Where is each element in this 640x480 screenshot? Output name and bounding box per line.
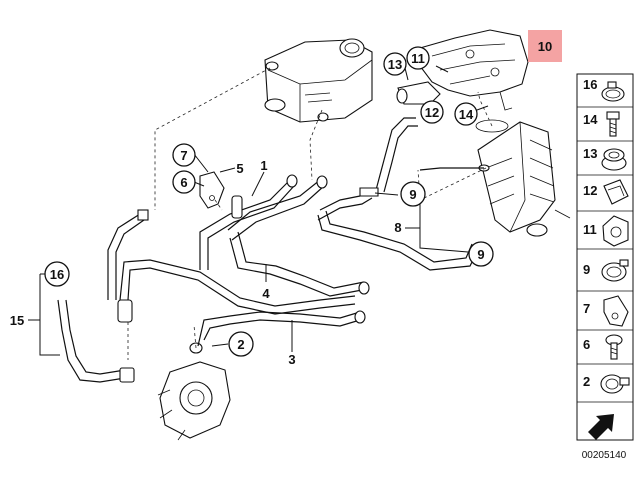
leader-lines xyxy=(28,45,558,356)
svg-text:4: 4 xyxy=(262,286,270,301)
svg-text:2: 2 xyxy=(583,374,590,389)
callout-10: 10 xyxy=(528,30,562,62)
svg-text:13: 13 xyxy=(388,57,402,72)
legend-row-14: 14 xyxy=(583,111,620,137)
legend-row-16: 16 xyxy=(583,77,625,102)
svg-text:16: 16 xyxy=(50,267,64,282)
svg-text:7: 7 xyxy=(583,301,590,316)
legend-row-2: 2 xyxy=(583,374,630,394)
svg-text:11: 11 xyxy=(583,222,597,237)
callout-14: 14 xyxy=(454,102,478,126)
callout-6: 6 xyxy=(172,170,196,194)
callout-10-label: 10 xyxy=(538,39,552,54)
clamp-icon xyxy=(600,374,630,394)
legend-row-7: 7 xyxy=(583,295,629,327)
svg-text:1: 1 xyxy=(260,158,267,173)
electric-water-pump xyxy=(157,342,231,441)
svg-text:11: 11 xyxy=(411,51,425,66)
legend-row-6: 6 xyxy=(583,334,623,360)
svg-text:9: 9 xyxy=(583,262,590,277)
orientation-arrow-icon xyxy=(588,414,614,440)
highlight-box xyxy=(528,30,562,62)
callout-15: 15 xyxy=(10,313,24,328)
svg-text:8: 8 xyxy=(394,220,401,235)
coolant-pump-bracket xyxy=(396,29,529,111)
callout-9-lower: 9 xyxy=(468,241,494,267)
svg-text:16: 16 xyxy=(583,77,597,92)
svg-text:12: 12 xyxy=(425,105,439,120)
hose-clamp-icon xyxy=(601,81,625,102)
svg-text:9: 9 xyxy=(409,187,416,202)
callout-7: 7 xyxy=(172,143,196,167)
parts-legend: 16 14 13 12 xyxy=(576,73,634,441)
svg-text:5: 5 xyxy=(236,161,243,176)
legend-row-13: 13 xyxy=(583,146,627,171)
svg-text:13: 13 xyxy=(583,146,597,161)
svg-text:6: 6 xyxy=(583,337,590,352)
bracket-icon xyxy=(603,295,629,327)
diagram-code: 00205140 xyxy=(582,450,627,461)
callout-1: 1 xyxy=(260,158,267,173)
callout-11: 11 xyxy=(406,46,430,70)
callout-12: 12 xyxy=(420,100,444,124)
callout-5: 5 xyxy=(236,161,243,176)
coolant-hoses xyxy=(57,117,484,383)
screw-icon xyxy=(605,334,623,360)
expansion-tank xyxy=(264,38,373,123)
holder-clip-icon xyxy=(602,215,629,247)
svg-text:9: 9 xyxy=(477,247,484,262)
spring-clamp-icon xyxy=(601,259,629,282)
svg-text:7: 7 xyxy=(180,148,187,163)
svg-text:2: 2 xyxy=(237,337,244,352)
svg-text:14: 14 xyxy=(583,112,598,127)
clip-icon xyxy=(603,179,629,205)
callout-9-upper: 9 xyxy=(400,181,426,207)
svg-text:3: 3 xyxy=(288,352,295,367)
callout-3: 3 xyxy=(288,352,295,367)
legend-row-9: 9 xyxy=(583,259,629,282)
svg-text:15: 15 xyxy=(10,313,24,328)
svg-text:12: 12 xyxy=(583,183,597,198)
legend-row-12: 12 xyxy=(583,179,629,205)
bolt-icon xyxy=(606,111,620,137)
callout-16: 16 xyxy=(44,261,70,287)
grommet-icon xyxy=(601,148,627,171)
legend-row-11: 11 xyxy=(583,215,629,247)
callout-2: 2 xyxy=(228,331,254,357)
svg-text:6: 6 xyxy=(180,175,187,190)
callout-13: 13 xyxy=(383,52,407,76)
callout-4: 4 xyxy=(262,286,270,301)
clip-bracket xyxy=(199,171,243,219)
auxiliary-radiator xyxy=(475,119,571,237)
callout-8: 8 xyxy=(394,220,401,235)
svg-text:14: 14 xyxy=(459,107,474,122)
